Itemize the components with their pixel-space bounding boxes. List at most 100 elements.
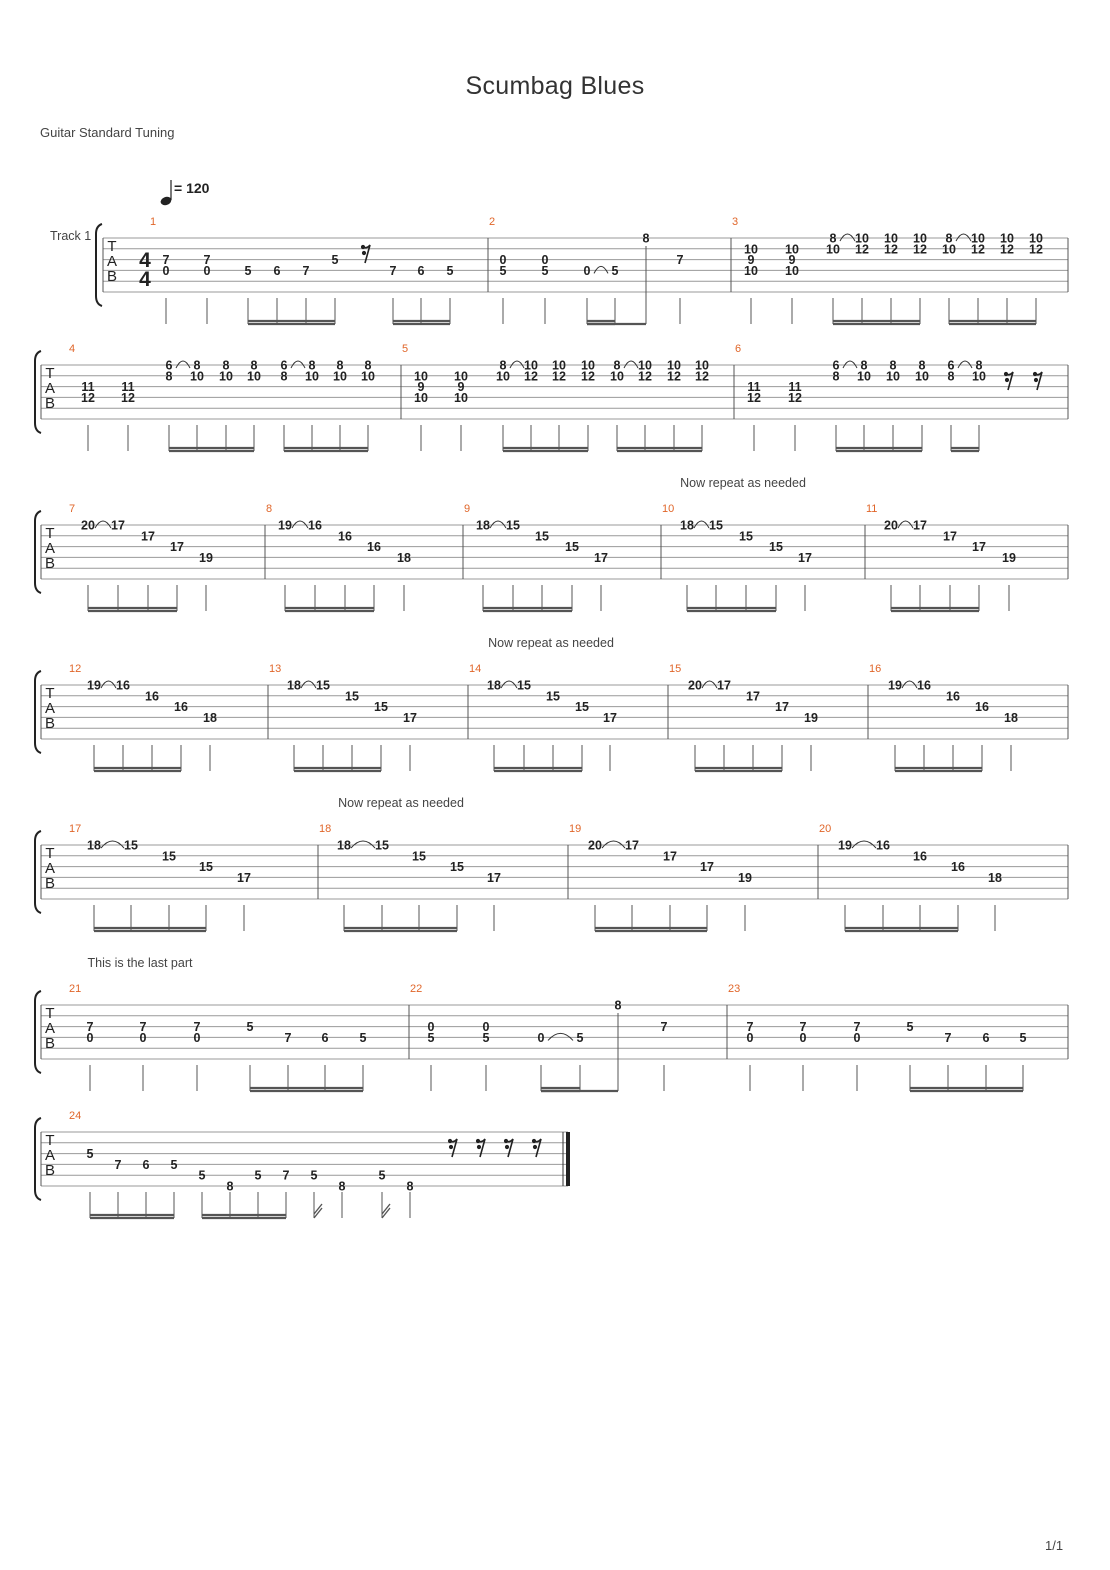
fret-number: 17 bbox=[798, 551, 812, 565]
measure-number: 13 bbox=[269, 663, 281, 675]
fret-number: 11 bbox=[747, 380, 760, 394]
fret-number: 0 bbox=[163, 264, 170, 278]
fret-number: 18 bbox=[1004, 711, 1018, 725]
fret-number: 12 bbox=[1000, 242, 1014, 256]
slur bbox=[851, 840, 877, 849]
fret-number: 15 bbox=[412, 849, 426, 863]
fret-number: 20 bbox=[81, 519, 95, 533]
measure-number: 20 bbox=[819, 823, 831, 835]
fret-number: 10 bbox=[219, 369, 233, 383]
rest-dot bbox=[476, 1144, 482, 1150]
fret-number: 16 bbox=[145, 689, 159, 703]
fret-number: 12 bbox=[121, 391, 135, 405]
measure-number: 24 bbox=[69, 1110, 81, 1122]
fret-number: 8 bbox=[614, 359, 621, 373]
fret-number: 10 bbox=[855, 232, 869, 246]
fret-number: 15 bbox=[769, 540, 783, 554]
fret-number: 15 bbox=[345, 689, 359, 703]
fret-number: 10 bbox=[190, 369, 204, 383]
fret-number: 19 bbox=[1002, 551, 1016, 565]
tab-clef-letter: T bbox=[45, 525, 54, 542]
fret-number: 15 bbox=[535, 529, 549, 543]
fret-number: 12 bbox=[747, 391, 761, 405]
fret-number: 9 bbox=[458, 380, 465, 394]
fret-number: 10 bbox=[305, 369, 319, 383]
fret-number: 10 bbox=[942, 242, 956, 256]
fret-number: 16 bbox=[951, 860, 965, 874]
fret-number: 15 bbox=[709, 519, 723, 533]
fret-number: 5 bbox=[379, 1169, 386, 1183]
text-annotation: Now repeat as needed bbox=[680, 476, 806, 490]
fret-number: 10 bbox=[1029, 232, 1043, 246]
tab-clef-letter: A bbox=[107, 253, 117, 270]
fret-number: 11 bbox=[788, 380, 801, 394]
slur bbox=[94, 520, 112, 529]
slur bbox=[290, 360, 306, 369]
system-bracket bbox=[95, 223, 103, 307]
note-flag bbox=[313, 1207, 323, 1219]
fret-number: 8 bbox=[976, 359, 983, 373]
note-flag bbox=[381, 1207, 391, 1219]
page-number: 1/1 bbox=[1045, 1538, 1064, 1553]
fret-number: 10 bbox=[361, 369, 375, 383]
fret-number: 9 bbox=[418, 380, 425, 394]
system-bracket bbox=[34, 670, 42, 754]
fret-number: 10 bbox=[1000, 232, 1014, 246]
fret-number: 17 bbox=[111, 519, 125, 533]
fret-number: 8 bbox=[281, 369, 288, 383]
fret-number: 6 bbox=[948, 359, 955, 373]
fret-number: 5 bbox=[577, 1031, 584, 1045]
fret-number: 18 bbox=[988, 871, 1002, 885]
rest-dot bbox=[448, 1144, 454, 1150]
measure-number: 4 bbox=[69, 343, 75, 355]
tab-clef-letter: T bbox=[107, 238, 116, 255]
slur bbox=[100, 840, 125, 849]
rest-dot bbox=[360, 244, 366, 250]
fret-number: 5 bbox=[483, 1031, 490, 1045]
fret-number: 19 bbox=[888, 679, 902, 693]
fret-number: 6 bbox=[418, 264, 425, 278]
fret-number: 15 bbox=[374, 700, 388, 714]
fret-number: 19 bbox=[87, 679, 101, 693]
rest-dot bbox=[531, 1138, 537, 1144]
slur bbox=[500, 680, 518, 689]
fret-number: 0 bbox=[854, 1031, 861, 1045]
fret-number: 0 bbox=[194, 1031, 201, 1045]
fret-number: 17 bbox=[746, 689, 760, 703]
fret-number: 8 bbox=[946, 232, 953, 246]
measure-number: 8 bbox=[266, 503, 272, 515]
measure-number: 19 bbox=[569, 823, 581, 835]
system-bracket bbox=[34, 350, 42, 434]
measure-number: 12 bbox=[69, 663, 81, 675]
fret-number: 16 bbox=[917, 679, 931, 693]
fret-number: 0 bbox=[500, 253, 507, 267]
fret-number: 10 bbox=[785, 264, 799, 278]
fret-number: 7 bbox=[87, 1020, 94, 1034]
rest-dot bbox=[1003, 371, 1009, 377]
fret-number: 11 bbox=[81, 380, 94, 394]
track-name: Track 1 bbox=[50, 229, 91, 243]
slur bbox=[897, 520, 914, 529]
fret-number: 8 bbox=[227, 1180, 234, 1194]
tab-clef-letter: T bbox=[45, 685, 54, 702]
fret-number: 17 bbox=[403, 711, 417, 725]
tab-clef-letter: B bbox=[107, 268, 117, 285]
fret-number: 17 bbox=[663, 849, 677, 863]
fret-number: 0 bbox=[428, 1020, 435, 1034]
fret-number: 7 bbox=[945, 1031, 952, 1045]
slur bbox=[957, 360, 973, 369]
fret-number: 8 bbox=[194, 359, 201, 373]
fret-number: 10 bbox=[913, 232, 927, 246]
fret-number: 11 bbox=[121, 380, 134, 394]
rest-dot bbox=[447, 1138, 453, 1144]
slur bbox=[955, 233, 972, 242]
rest-dot bbox=[503, 1138, 509, 1144]
fret-number: 10 bbox=[333, 369, 347, 383]
tab-clef-letter: A bbox=[45, 380, 55, 397]
slur bbox=[601, 840, 626, 849]
fret-number: 7 bbox=[140, 1020, 147, 1034]
fret-number: 0 bbox=[538, 1031, 545, 1045]
fret-number: 10 bbox=[972, 369, 986, 383]
fret-number: 15 bbox=[162, 849, 176, 863]
fret-number: 10 bbox=[695, 359, 709, 373]
